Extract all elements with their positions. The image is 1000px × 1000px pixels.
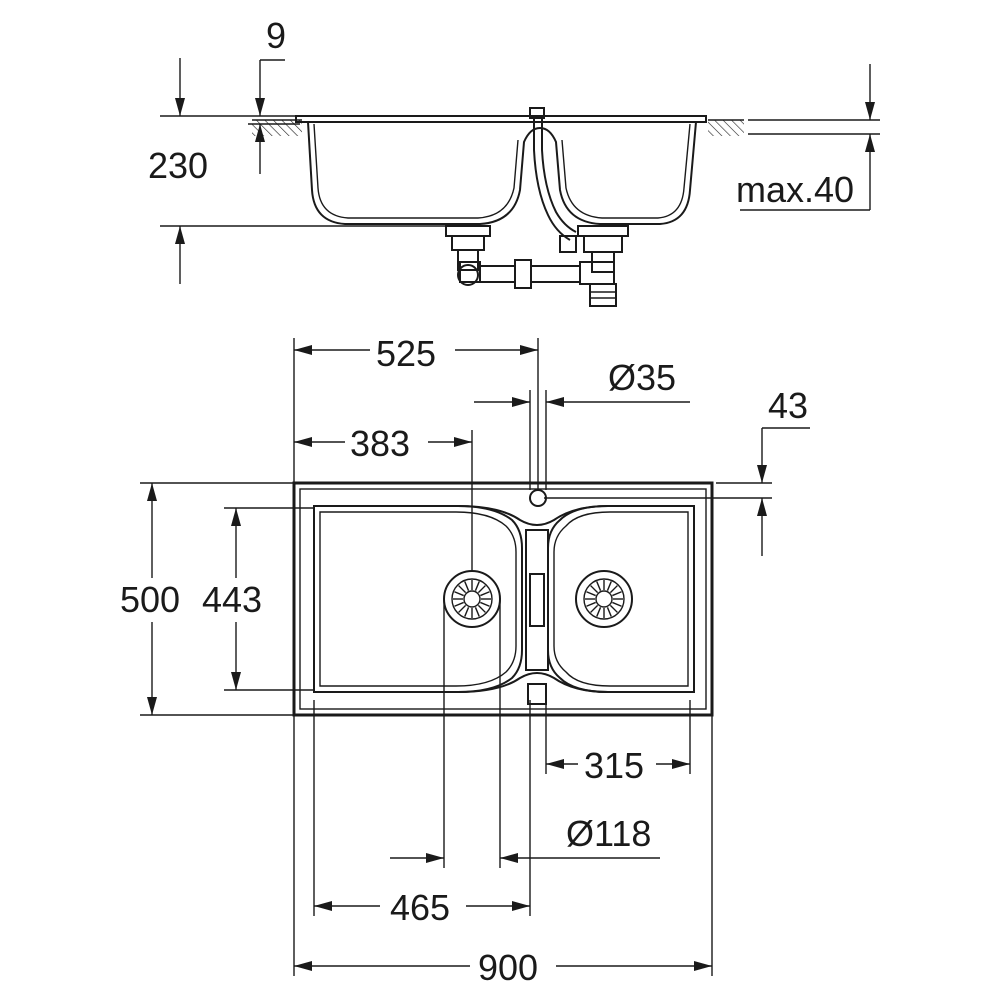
overflow-slot [529,573,545,627]
drain-diameter-label: Ø118 [566,813,651,854]
sink-depth-label: 500 [120,579,180,620]
sink-rim [295,115,707,123]
sink-width-label: 900 [478,947,538,988]
strainer-rib [458,585,467,594]
strainer-rib [464,581,470,591]
strainer-rib [612,591,622,597]
strainer-rib [609,604,618,613]
side-view: 230 9 max.40 [148,15,880,307]
rim-thickness-label: 9 [266,15,286,56]
tap-hole-diameter-label: Ø35 [608,357,676,398]
overflow-plate [527,683,547,705]
bowl-depth-label: 443 [202,579,262,620]
tap-hole-edge-label: 43 [768,385,808,426]
countertop-right-hatch [708,120,744,136]
drain-offset-label: 383 [350,423,410,464]
strainer-rib [609,585,618,594]
strainer-rib [590,604,599,613]
left-drain-strainer [443,570,501,628]
right-bowl-width-label: 315 [584,745,644,786]
left-bowl-width-label: 465 [390,887,450,928]
strainer-rib [596,581,602,591]
strainer-rib [454,601,464,607]
strainer-rib [474,581,480,591]
right-drain-strainer [575,570,633,628]
overflow-cap [529,107,545,119]
strainer-rib [586,601,596,607]
strainer-rib [477,604,486,613]
strainer-rib [596,607,602,617]
strainer-rib [454,591,464,597]
sink-bowl-profile [307,121,697,225]
strainer-rib [474,607,480,617]
max-countertop-label: max.40 [736,169,854,210]
top-view: 525 Ø35 43 383 500 [120,333,810,988]
strainer-rib [606,607,612,617]
strainer-rib [480,591,490,597]
strainer-rib [606,581,612,591]
strainer-rib [477,585,486,594]
strainer-rib [480,601,490,607]
strainer-rib [458,604,467,613]
strainer-rib [590,585,599,594]
strainer-rib [612,601,622,607]
left-bowl-outline [313,505,523,693]
tap-hole [529,489,547,507]
strainer-rib [586,591,596,597]
right-drain-assembly [559,225,629,307]
depth-dimension-label: 230 [148,145,208,186]
center-divider [525,529,549,671]
strainer-rib [464,607,470,617]
sink-outline [292,481,714,717]
tap-hole-offset-label: 525 [376,333,436,374]
left-drain-assembly [445,225,580,289]
